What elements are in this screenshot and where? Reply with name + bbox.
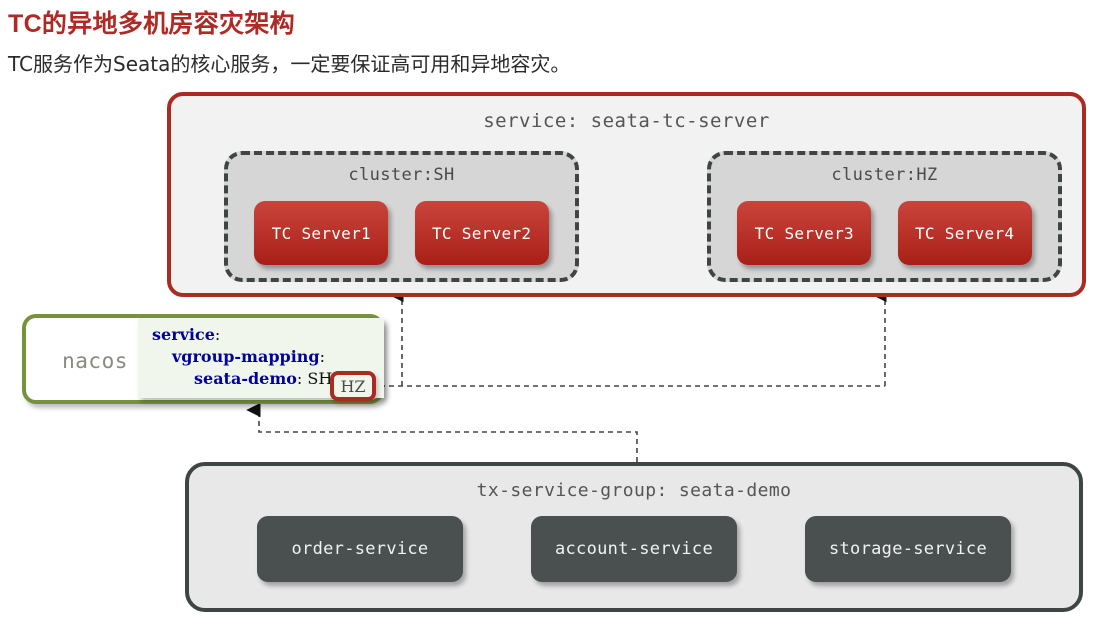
service-node-storage[interactable]: storage-service (805, 516, 1011, 582)
cluster-hz-nodes: TC Server3 TC Server4 (711, 201, 1058, 265)
page-title: TC的异地多机房容灾架构 (8, 10, 295, 38)
tc-server-node[interactable]: TC Server4 (897, 201, 1032, 265)
nacos-label: nacos (62, 349, 128, 373)
tx-service-group-title: tx-service-group: seata-demo (476, 480, 792, 501)
config-key-service: service (152, 325, 215, 344)
service-node-account[interactable]: account-service (531, 516, 737, 582)
tx-service-group-nodes: order-service account-service storage-se… (189, 516, 1079, 582)
config-colon: : (296, 369, 303, 388)
tc-server-node[interactable]: TC Server1 (254, 201, 389, 265)
cluster-sh-title: cluster:SH (348, 165, 455, 185)
config-line-service: service: (138, 324, 384, 346)
cluster-sh-nodes: TC Server1 TC Server2 (228, 201, 575, 265)
page-subtitle: TC服务作为Seata的核心服务，一定要保证高可用和异地容灾。 (8, 52, 571, 76)
cluster-sh: cluster:SH TC Server1 TC Server2 (224, 151, 579, 282)
wire-services-to-nacos (246, 402, 638, 462)
config-line-seata-demo: seata-demo: SH (138, 368, 384, 390)
tc-service-title: service: seata-tc-server (483, 110, 770, 132)
tc-server-node[interactable]: TC Server2 (414, 201, 549, 265)
cluster-hz-title: cluster:HZ (831, 165, 938, 185)
config-key-seata-demo: seata-demo (194, 369, 297, 388)
config-line-vgroup-mapping: vgroup-mapping: (138, 346, 384, 368)
config-key-vgroup-mapping: vgroup-mapping (172, 347, 320, 366)
cluster-override-chip[interactable]: HZ (330, 371, 376, 401)
config-colon: : (319, 347, 326, 366)
config-colon: : (214, 325, 221, 344)
config-value-cluster: SH (302, 369, 333, 388)
service-node-order[interactable]: order-service (257, 516, 463, 582)
tc-server-node[interactable]: TC Server3 (737, 201, 872, 265)
cluster-hz: cluster:HZ TC Server3 TC Server4 (707, 151, 1062, 282)
tc-service-container: service: seata-tc-server cluster:SH TC S… (167, 92, 1086, 297)
tx-service-group-container: tx-service-group: seata-demo order-servi… (185, 462, 1083, 612)
